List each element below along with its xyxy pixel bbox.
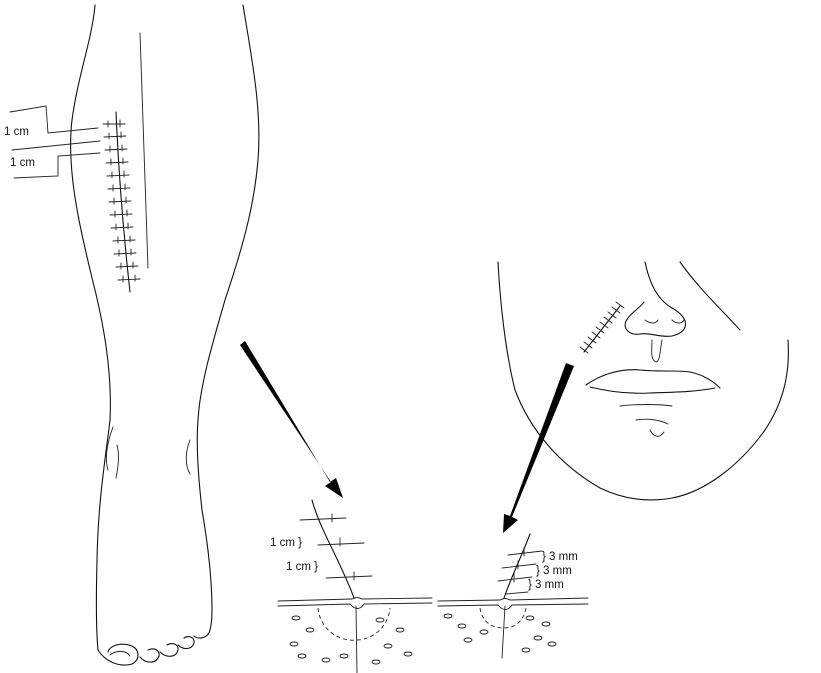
detail-right-label-3: } 3 mm	[528, 579, 564, 591]
detail-right-label-2: } 3 mm	[536, 565, 572, 577]
leg-sutures	[103, 120, 140, 282]
face-sutures	[580, 302, 624, 353]
leg-spacing-label-top: 1 cm	[4, 126, 29, 138]
detail-left-label-top: 1 cm }	[270, 537, 302, 549]
leg-spacing-label-bottom: 1 cm	[10, 157, 35, 169]
detail-left-cross-section: 1 cm } 1 cm }	[270, 500, 432, 673]
detail-right-cells	[444, 614, 556, 652]
detail-right-label-1: } 3 mm	[542, 551, 578, 563]
arrow-leg-to-detail	[240, 341, 343, 498]
leg-drawing: 1 cm 1 cm	[4, 5, 259, 665]
arrow-face-to-detail	[503, 363, 574, 533]
detail-left-label-bottom: 1 cm }	[286, 561, 318, 573]
face-drawing	[498, 262, 788, 500]
detail-right-cross-section: } 3 mm } 3 mm } 3 mm	[438, 534, 588, 658]
